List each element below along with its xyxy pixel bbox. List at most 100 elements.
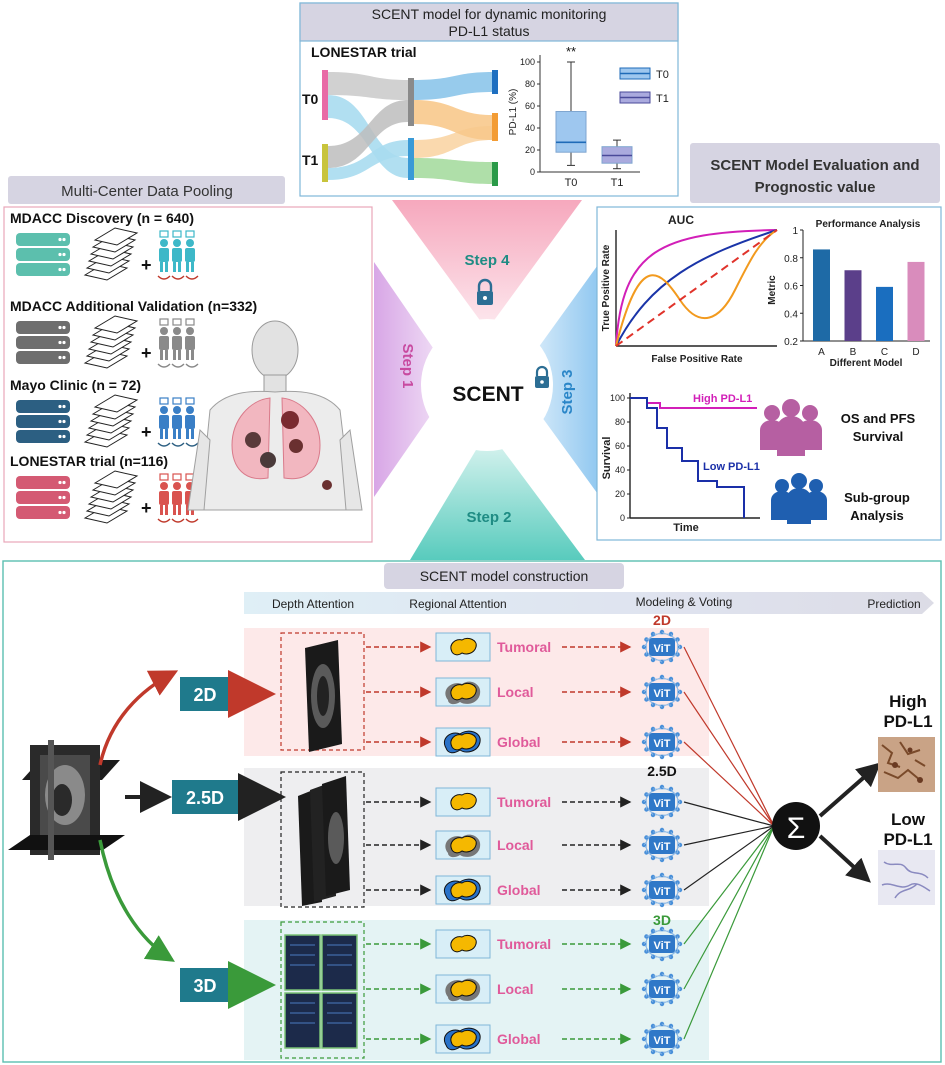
plus-sign: +: [141, 422, 152, 442]
vit-label: ViT: [654, 1035, 671, 1047]
cohort-label: MDACC Discovery (n = 640): [10, 210, 194, 226]
survival-ytick-label: 60: [615, 441, 625, 451]
mode-3d-label: 3D: [193, 976, 216, 996]
perf-xtick-label: D: [912, 347, 919, 358]
ct-volume-input: [8, 740, 125, 860]
perf-xtick-label: C: [881, 347, 888, 358]
region-label: Local: [497, 684, 534, 700]
auc-xlabel: False Positive Rate: [651, 354, 743, 365]
vote-line: [683, 741, 775, 827]
survival-ytick-label: 80: [615, 417, 625, 427]
region-global-icon: [435, 727, 491, 757]
performance-xlabel: Different Model: [830, 358, 903, 369]
perf-ytick-label: 0.6: [784, 282, 798, 293]
step4-title-line2: PD-L1 status: [449, 23, 530, 39]
trial-label: LONESTAR trial: [311, 44, 417, 60]
patients-icon: [157, 318, 199, 368]
stage-modeling: Modeling & Voting: [636, 595, 733, 609]
sankey-t1-label: T1: [302, 152, 319, 168]
boxplot-ytick-label: 20: [525, 145, 535, 155]
region-label: Tumoral: [497, 794, 551, 810]
boxplot-ytick-label: 60: [525, 101, 535, 111]
stage-regional: Regional Attention: [409, 597, 506, 611]
boxplot-ytick-label: 40: [525, 123, 535, 133]
row-mode-label: 2D: [653, 612, 671, 628]
low-line2: PD-L1: [883, 830, 932, 849]
legend-t1: T1: [656, 93, 669, 105]
auc-title: AUC: [668, 213, 694, 227]
region-global-icon: [435, 875, 491, 905]
high-line1: High: [889, 692, 927, 711]
center-label: SCENT: [452, 383, 523, 406]
vit-label: ViT: [654, 798, 671, 810]
box-t0: [555, 61, 587, 166]
cohort-row: MDACC Additional Validation (n=332)+: [10, 298, 257, 369]
boxplot-xtick-t0: T0: [565, 177, 578, 189]
region-tumoral-icon: [435, 787, 491, 817]
sigma-label: Σ: [787, 812, 806, 845]
row-mode-label: 3D: [653, 912, 671, 928]
perf-ytick-label: 0.2: [784, 337, 798, 348]
region-label: Global: [497, 1031, 541, 1047]
box-t1: [601, 139, 633, 170]
step4-wedge: [392, 200, 582, 330]
boxplot-ylabel: PD-L1 (%): [508, 89, 519, 136]
vit-network-icon: ViT: [641, 629, 683, 665]
region-tumoral-icon: [435, 929, 491, 959]
survival-xlabel: Time: [673, 522, 698, 534]
boxplot-ytick-label: 80: [525, 79, 535, 89]
boxplot-ytick-label: 100: [520, 57, 535, 67]
plus-sign: +: [141, 255, 152, 275]
patients-icon: [157, 230, 199, 280]
survival-ytick-label: 100: [610, 393, 625, 403]
people-group-icon: [760, 399, 822, 456]
lock-icon: [535, 365, 549, 388]
cohort-row: LONESTAR trial (n=116)+: [10, 453, 199, 524]
boxplot-xtick-t1: T1: [611, 177, 624, 189]
high-pdl1-histology: [878, 737, 935, 792]
vit-label: ViT: [654, 985, 671, 997]
perf-ytick-label: 0.4: [784, 309, 798, 320]
perf-bar-b: [844, 270, 862, 341]
high-pdl1-label: High PD-L1: [693, 393, 752, 405]
vote-line: [683, 825, 775, 846]
mode-2d-label: 2D: [193, 685, 216, 705]
step1-title: Multi-Center Data Pooling: [61, 183, 233, 200]
vit-network-icon: ViT: [641, 674, 683, 710]
cohort-label: MDACC Additional Validation (n=332): [10, 298, 257, 314]
vit-network-icon: ViT: [641, 971, 683, 1007]
row-mode-label: 2.5D: [647, 763, 677, 779]
significance-label: **: [566, 44, 576, 59]
cohort-label: Mayo Clinic (n = 72): [10, 377, 141, 393]
ct-stack-icon: [83, 227, 139, 281]
performance-title: Performance Analysis: [816, 219, 921, 230]
region-label: Global: [497, 734, 541, 750]
mode-25d-label: 2.5D: [186, 788, 224, 808]
mode-25d-box: 2.5D: [172, 780, 238, 814]
database-icon: [16, 321, 70, 364]
survival-ytick-label: 0: [620, 513, 625, 523]
sankey-diagram: [322, 70, 498, 186]
step2-label: Step 2: [466, 509, 511, 526]
ct-volume-3d: [284, 934, 358, 1049]
step3-title-line2: Prognostic value: [755, 179, 876, 196]
box-body: [555, 111, 587, 153]
center-circle: [421, 319, 553, 451]
region-tumoral-icon: [435, 632, 491, 662]
survival-ytick-label: 20: [615, 489, 625, 499]
step-diagram: SCENT Step 4 Step 1 Step 3 Step 2: [374, 200, 600, 560]
step4-panel: SCENT model for dynamic monitoring PD-L1…: [299, 2, 679, 197]
step4-label: Step 4: [464, 252, 510, 269]
arrow-to-high: [818, 762, 882, 818]
region-label: Local: [497, 837, 534, 853]
construction-title-bg: [384, 563, 624, 589]
perf-bar-d: [907, 261, 925, 341]
mode-2d-box: 2D: [180, 677, 230, 711]
arrow-to-low: [818, 834, 871, 883]
vote-line: [683, 825, 775, 891]
ct-stack-icon: [83, 394, 139, 448]
vit-network-icon: ViT: [641, 1021, 683, 1057]
